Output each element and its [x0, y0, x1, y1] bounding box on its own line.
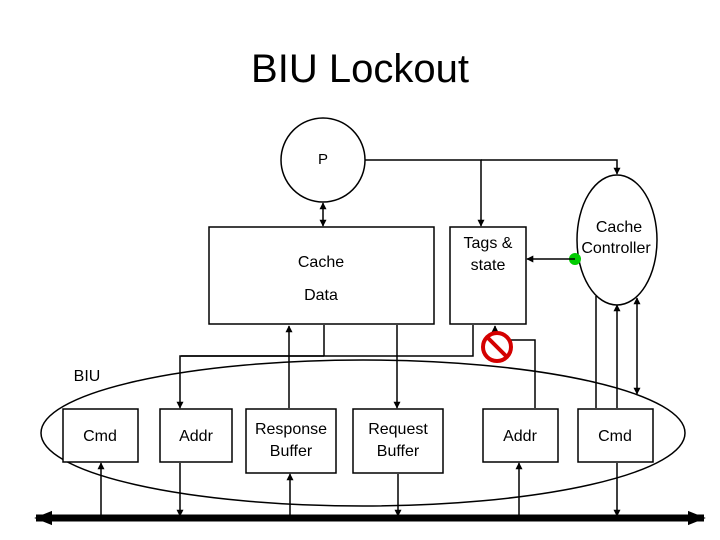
request-buffer-box	[352, 408, 444, 474]
tags-state-label-line2: state	[471, 257, 506, 274]
cmd-box-right	[577, 408, 654, 463]
tags-state-label-line1: Tags &	[464, 235, 513, 252]
addr-box-right	[482, 408, 559, 463]
tags-addr-link	[181, 325, 474, 357]
cmd-box-left	[62, 408, 139, 463]
biu-ellipse	[40, 359, 686, 507]
cache-data-label-line2: Data	[304, 287, 338, 304]
cache-controller-label-line1: Cache	[596, 219, 642, 236]
processor-tags-link	[365, 159, 485, 227]
cache-controller-label-line2: Controller	[581, 240, 651, 257]
request-buffer-label-line2: Buffer	[377, 443, 420, 460]
processor-label: P	[318, 151, 328, 168]
processor-controller-link	[481, 159, 621, 175]
prohibited-icon	[481, 331, 513, 363]
biu-label: BIU	[74, 368, 101, 385]
cmd-box-left-label: Cmd	[83, 428, 117, 445]
request-buffer-label-line1: Request	[368, 421, 428, 438]
response-buffer-label-line2: Buffer	[270, 443, 313, 460]
cache-data-label-line1: Cache	[298, 254, 344, 271]
cmd-box-right-label: Cmd	[598, 428, 632, 445]
addr-box-left-label: Addr	[179, 428, 213, 445]
tags-state-box	[449, 226, 527, 325]
response-buffer-box	[245, 408, 337, 474]
page-title: BIU Lockout	[251, 47, 469, 91]
addr-box-left	[159, 408, 233, 463]
cache-data-box	[208, 226, 435, 325]
addr-box-right-label: Addr	[503, 428, 537, 445]
response-buffer-label-line1: Response	[255, 421, 327, 438]
